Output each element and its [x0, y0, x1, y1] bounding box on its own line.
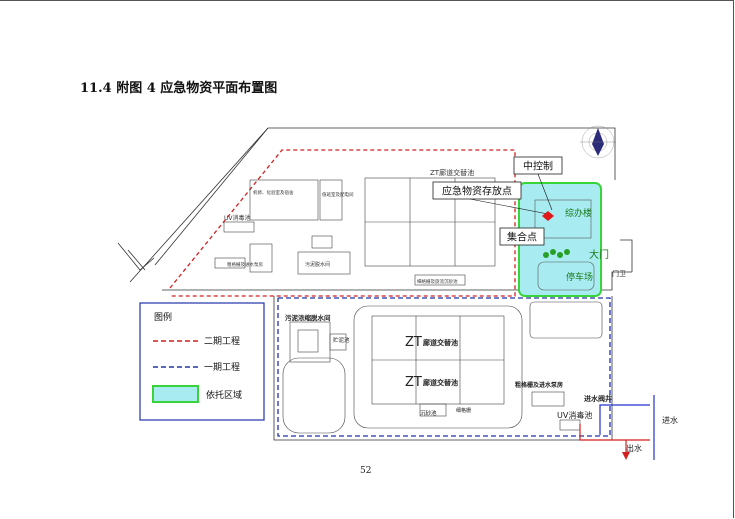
svg-text:贮泥池: 贮泥池 [333, 336, 350, 344]
svg-text:细格栅及旋流沉砂池: 细格栅及旋流沉砂池 [417, 278, 458, 285]
svg-text:进水阀井: 进水阀井 [584, 394, 612, 403]
compass-rose-icon [580, 125, 616, 159]
svg-text:ZT: ZT [405, 375, 422, 390]
callout-central-control: 中控制 [513, 156, 563, 211]
trees [543, 249, 570, 258]
page-number: 52 [360, 466, 372, 476]
svg-text:UV消毒池: UV消毒池 [557, 410, 592, 420]
svg-text:ZT廊道交替池: ZT廊道交替池 [430, 168, 474, 177]
svg-text:粗格栅及进水泵房: 粗格栅及进水泵房 [515, 381, 563, 389]
water-pipes [579, 395, 655, 460]
svg-text:门卫: 门卫 [612, 269, 626, 278]
svg-text:UV消毒池: UV消毒池 [224, 214, 251, 222]
bottom-buildings [282, 301, 603, 434]
svg-text:沉砂池: 沉砂池 [420, 409, 437, 417]
area-labels: 综办楼 大门 停车场 门卫 机修、化验室及宿舍 值班室及配电间 UV消毒池 ZT… [224, 168, 678, 453]
svg-text:机修、化验室及宿舍: 机修、化验室及宿舍 [253, 189, 294, 196]
callout-assembly-point: 集合点 [499, 227, 545, 246]
svg-text:综办楼: 综办楼 [565, 207, 592, 219]
callout-emergency-storage: 应急物资存放点 [432, 181, 549, 215]
svg-text:廊道交替池: 廊道交替池 [423, 378, 458, 387]
emergency-point-marker [542, 211, 554, 221]
svg-text:大门: 大门 [589, 248, 609, 261]
svg-text:依托区域: 依托区域 [206, 389, 242, 401]
svg-text:细格栅: 细格栅 [456, 407, 471, 414]
svg-text:集合点: 集合点 [507, 231, 537, 244]
office-building [534, 199, 592, 239]
page-title: 11.4 附图 4 应急物资平面布置图 [80, 81, 278, 96]
svg-text:污泥浓缩脱水间: 污泥浓缩脱水间 [285, 313, 331, 322]
svg-text:应急物资存放点: 应急物资存放点 [442, 185, 512, 198]
parking-lot [537, 261, 595, 291]
svg-text:一期工程: 一期工程 [204, 362, 240, 373]
svg-text:廊道交替池: 廊道交替池 [423, 338, 458, 347]
svg-text:进水: 进水 [662, 415, 678, 425]
phase1-boundary [277, 297, 611, 437]
svg-text:ZT: ZT [405, 335, 422, 350]
svg-text:值班室及配电间: 值班室及配电间 [322, 191, 354, 198]
svg-text:二期工程: 二期工程 [204, 336, 240, 347]
svg-text:出水: 出水 [626, 443, 642, 453]
svg-text:停车场: 停车场 [566, 271, 593, 283]
svg-text:中控制: 中控制 [523, 160, 553, 173]
svg-text:图例: 图例 [154, 311, 172, 323]
legend: 图例 二期工程 一期工程 依托区域 [139, 302, 265, 421]
svg-text:污泥脱水间: 污泥脱水间 [305, 261, 330, 268]
svg-text:粗格栅及进水泵房: 粗格栅及进水泵房 [227, 261, 263, 268]
